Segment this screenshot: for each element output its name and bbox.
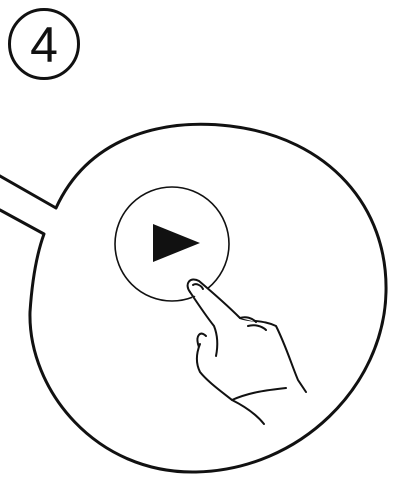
- zoom-callout-illustration: [0, 0, 394, 478]
